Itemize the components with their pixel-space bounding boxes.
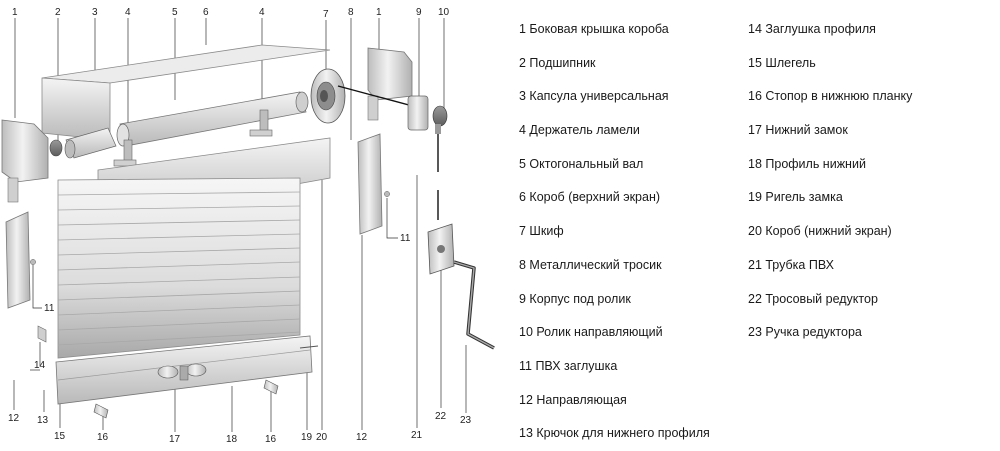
callout-2: 2 [55,7,61,18]
callout-10: 10 [438,7,450,18]
callout-labels: 1 2 3 4 5 6 4 7 8 1 9 10 11 11 14 12 13 … [8,7,472,445]
callout-6: 6 [203,7,209,18]
bottom-lock [157,363,207,381]
callout-12b: 12 [356,432,368,443]
legend-item: 23 Ручка редуктора [748,325,862,340]
legend-item: 14 Заглушка профиля [748,22,876,36]
roller-shutter-exploded-diagram: 1 2 3 4 5 6 4 7 8 1 9 10 11 11 14 12 13 … [1,7,495,445]
callout-21: 21 [411,430,423,441]
roller-housing [407,95,429,131]
legend-item: 22 Тросовый редуктор [748,291,878,306]
callout-9: 9 [416,7,422,18]
callout-11a: 11 [400,233,411,244]
callout-18: 18 [226,434,238,445]
slat-holder-right [249,109,273,137]
cable-gearbox [427,223,455,275]
legend-item: 7 Шкиф [519,224,564,239]
upper-box-screen [41,44,331,141]
callout-16b: 16 [265,434,277,445]
pulley [310,68,346,124]
legend-item: 12 Направляющая [519,392,627,407]
legend-item: 3 Капсула универсальная [519,89,669,104]
stopper-left [93,403,109,419]
callout-8: 8 [348,7,354,18]
side-box-cover-left [1,119,49,203]
legend-item: 11 ПВХ заглушка [519,358,618,373]
guide-roller [432,105,448,134]
legend-item: 2 Подшипник [519,55,596,70]
callout-5: 5 [172,7,178,18]
legend-item: 6 Короб (верхний экран) [519,190,661,205]
callout-4a: 4 [125,7,131,18]
metal-cable [337,85,439,220]
legend-item: 19 Ригель замка [748,190,843,205]
callout-1b: 1 [376,7,382,18]
legend-item: 8 Металлический тросик [519,257,662,272]
legend-item: 4 Держатель ламели [519,123,640,138]
guide-rail-right [357,133,390,235]
legend-item: 15 Шлегель [748,55,816,70]
callout-23: 23 [460,415,472,426]
callout-13: 13 [37,415,49,426]
callout-12a: 12 [8,413,20,424]
legend-item: 1 Боковая крышка короба [519,22,669,36]
side-box-cover-right [367,47,413,121]
callout-22: 22 [435,411,447,422]
legend-item: 13 Крючок для нижнего профиля [519,426,710,441]
universal-capsule [64,127,117,159]
callout-14: 14 [34,360,46,371]
legend-left-column: 1 Боковая крышка короба 2 Подшипник 3 Ка… [519,13,710,451]
callout-16a: 16 [97,432,109,443]
callout-11b: 11 [44,303,55,314]
callout-20: 20 [316,432,328,443]
legend-item: 16 Стопор в нижнюю планку [748,89,913,104]
legend-item: 5 Октогональный вал [519,156,644,171]
legend-item: 17 Нижний замок [748,123,848,138]
leader-lines [13,18,467,432]
callout-4b: 4 [259,7,265,18]
guide-rail-left [5,211,36,309]
callout-7: 7 [323,9,329,20]
callout-15: 15 [54,431,66,442]
callout-17: 17 [169,434,181,445]
callout-19: 19 [301,432,313,443]
legend-item: 20 Короб (нижний экран) [748,224,892,239]
legend-item: 9 Корпус под ролик [519,291,631,306]
callout-3: 3 [92,7,98,18]
legend-item: 18 Профиль нижний [748,156,866,171]
callout-1a: 1 [12,7,18,18]
profile-plug [37,325,47,343]
stopper-right [263,379,279,395]
gearbox-handle [453,260,495,350]
legend-item: 10 Ролик направляющий [519,325,663,340]
legend-right-column: 14 Заглушка профиля 15 Шлегель 16 Стопор… [748,13,912,350]
bearing [49,139,63,157]
legend-item: 21 Трубка ПВХ [748,257,834,272]
shutter-curtain [57,177,301,359]
